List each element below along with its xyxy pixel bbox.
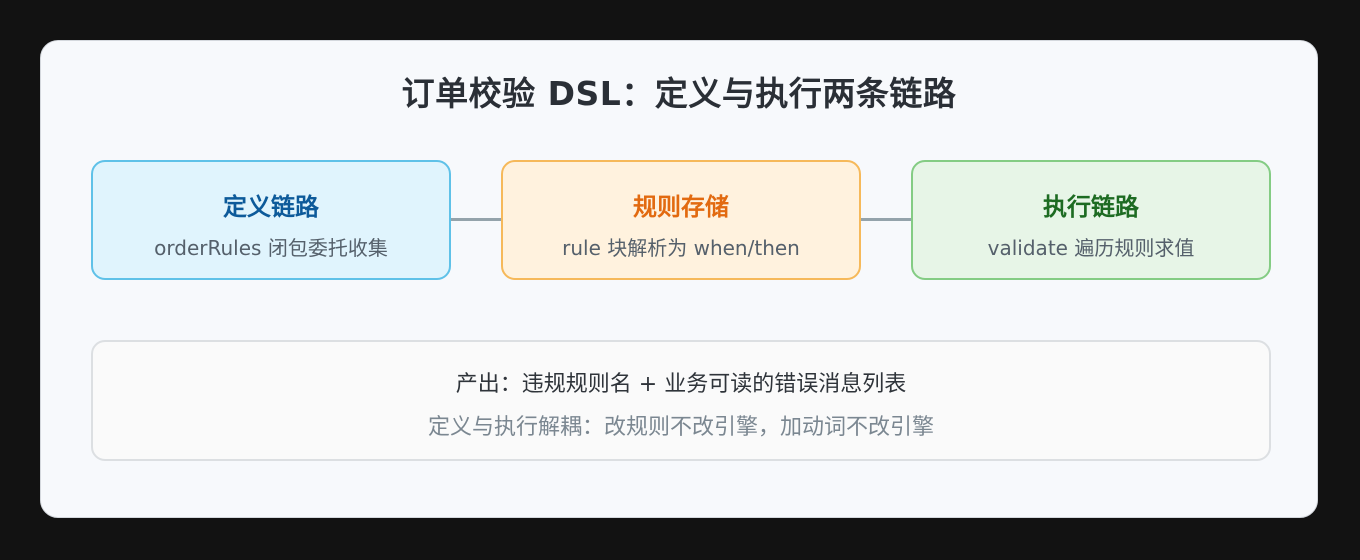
summary-note: 定义与执行解耦：改规则不改引擎，加动词不改引擎 [427, 415, 934, 440]
connector-definition-storage [451, 218, 501, 221]
diagram-title: 订单校验 DSL：定义与执行两条链路 [401, 74, 957, 113]
node-title: 定义链路 [223, 193, 319, 221]
summary-output: 产出：违规规则名 + 业务可读的错误消息列表 [455, 372, 907, 397]
node-subtitle: rule 块解析为 when/then [562, 236, 800, 260]
connector-storage-execution [861, 218, 911, 221]
node-title: 规则存储 [633, 193, 729, 221]
diagram-card: 订单校验 DSL：定义与执行两条链路 定义链路 orderRules 闭包委托收… [40, 40, 1318, 518]
node-title: 执行链路 [1043, 193, 1139, 221]
node-rule-storage: 规则存储 rule 块解析为 when/then [501, 160, 861, 280]
node-execution-chain: 执行链路 validate 遍历规则求值 [911, 160, 1271, 280]
summary-box: 产出：违规规则名 + 业务可读的错误消息列表 定义与执行解耦：改规则不改引擎，加… [91, 340, 1271, 461]
node-subtitle: orderRules 闭包委托收集 [154, 236, 388, 260]
node-definition-chain: 定义链路 orderRules 闭包委托收集 [91, 160, 451, 280]
node-subtitle: validate 遍历规则求值 [987, 236, 1195, 260]
